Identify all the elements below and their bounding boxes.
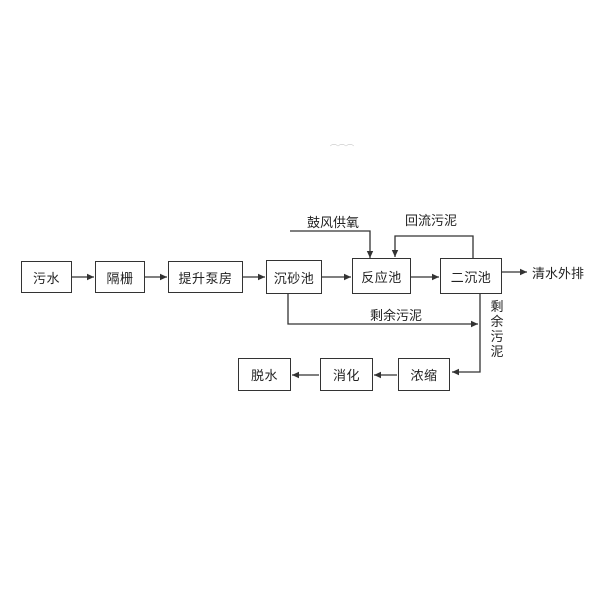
box-thickening-label: 浓缩 bbox=[410, 369, 438, 384]
label-excess-sludge: 剩余污泥 bbox=[370, 309, 423, 324]
box-thickening: 浓缩 bbox=[398, 358, 450, 391]
box-digestion-label: 消化 bbox=[332, 369, 360, 384]
box-secondary-clarifier: 二沉池 bbox=[440, 258, 502, 294]
return-sludge-arrow bbox=[391, 235, 474, 258]
box-screen-label: 隔栅 bbox=[106, 271, 134, 287]
box-dewatering: 脱水 bbox=[238, 358, 291, 391]
box-wastewater-label: 污水 bbox=[32, 271, 60, 287]
box-wastewater: 污水 bbox=[21, 261, 72, 293]
box-digestion: 消化 bbox=[320, 358, 373, 391]
box-reaction-tank: 反应池 bbox=[352, 258, 411, 294]
box-screen: 隔栅 bbox=[95, 261, 145, 293]
aeration-arrow bbox=[290, 230, 374, 258]
box-grit-tank-label: 沉砂池 bbox=[273, 271, 315, 287]
excess-sludge-down-arrow bbox=[452, 294, 481, 376]
excess-sludge-arrow bbox=[287, 294, 478, 328]
label-aeration: 鼓风供氧 bbox=[307, 216, 360, 231]
box-reaction-tank-label: 反应池 bbox=[361, 270, 402, 286]
label-return-sludge: 回流污泥 bbox=[405, 214, 458, 229]
box-lift-pump: 提升泵房 bbox=[168, 261, 243, 293]
box-grit-tank: 沉砂池 bbox=[266, 260, 322, 294]
label-clear-water: 清水外排 bbox=[532, 267, 585, 282]
box-secondary-clarifier-label: 二沉池 bbox=[450, 270, 492, 286]
box-lift-pump-label: 提升泵房 bbox=[178, 271, 233, 287]
scan-smudge: ⌒⌒⌒ bbox=[330, 144, 354, 153]
label-excess-sludge-vertical: 剩余污泥 bbox=[490, 300, 504, 360]
box-dewatering-label: 脱水 bbox=[250, 369, 278, 384]
